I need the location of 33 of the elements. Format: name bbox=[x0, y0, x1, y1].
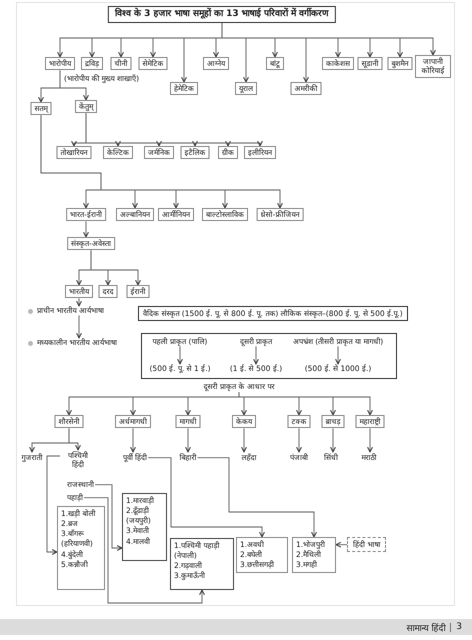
arrow bbox=[68, 428, 81, 451]
arrow bbox=[76, 298, 82, 307]
arrow bbox=[185, 428, 191, 453]
arrow bbox=[330, 428, 336, 453]
arrow bbox=[130, 428, 136, 453]
arrow bbox=[253, 346, 259, 365]
arrow bbox=[222, 22, 436, 56]
period-box bbox=[141, 333, 397, 379]
dialect-list-box bbox=[122, 493, 167, 561]
dialect-list-box bbox=[236, 537, 288, 574]
arrow bbox=[296, 428, 302, 453]
arrow bbox=[367, 428, 373, 453]
arrow bbox=[177, 346, 183, 365]
book-title: सामान्य हिंदी bbox=[406, 622, 446, 634]
arrow bbox=[83, 220, 89, 238]
arrow bbox=[335, 346, 341, 365]
arrow bbox=[86, 112, 263, 147]
arrow bbox=[148, 457, 265, 538]
arrow bbox=[94, 484, 123, 551]
arrow bbox=[46, 456, 60, 555]
arrow bbox=[76, 314, 82, 339]
arrow bbox=[238, 392, 373, 416]
arrow bbox=[241, 428, 247, 453]
page-number: 3 bbox=[456, 622, 462, 632]
dialect-list-box bbox=[57, 506, 105, 590]
dialect-list-box bbox=[292, 537, 336, 574]
arrow bbox=[84, 497, 205, 604]
arrow bbox=[197, 457, 317, 538]
arrow bbox=[335, 542, 348, 548]
arrow bbox=[60, 70, 89, 101]
arrow bbox=[90, 250, 141, 286]
dialect-list-box bbox=[170, 538, 234, 590]
title-box: विश्व के 3 हजार भाषा समूहों का 13 भाषाई परिवारों में वर्गीकरण bbox=[108, 6, 336, 24]
